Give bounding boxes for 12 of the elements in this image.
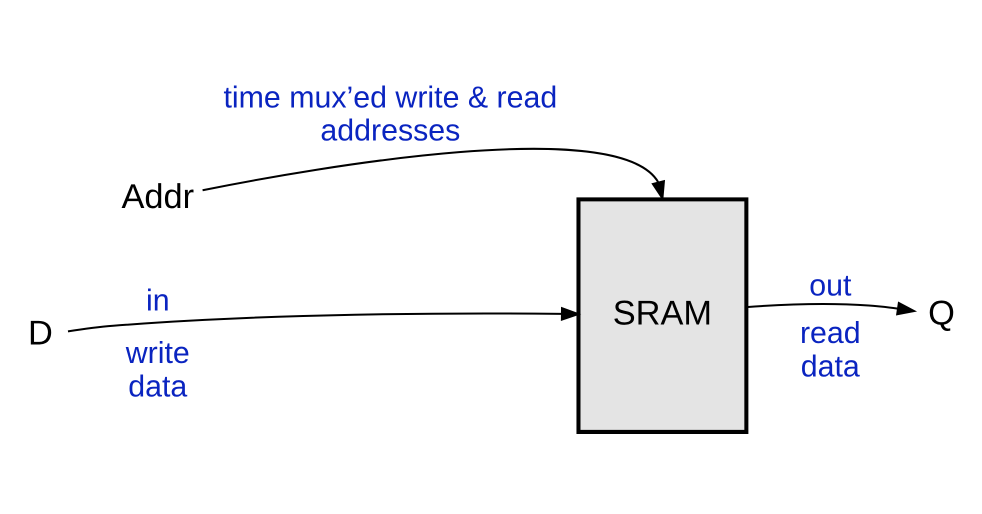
arrow — [746, 301, 918, 316]
node-text: D — [28, 314, 53, 352]
label: read data — [800, 316, 861, 383]
edge-label: time mux’ed write & read addresses — [224, 80, 558, 148]
arrow — [202, 148, 666, 201]
edge-label: out — [809, 268, 852, 302]
node-text: Q — [928, 294, 955, 332]
node-text: Addr — [121, 178, 194, 216]
edge-label: in — [146, 284, 170, 318]
label: write data — [126, 336, 190, 404]
node-box: SRAM — [576, 196, 748, 434]
arrow — [68, 306, 582, 332]
